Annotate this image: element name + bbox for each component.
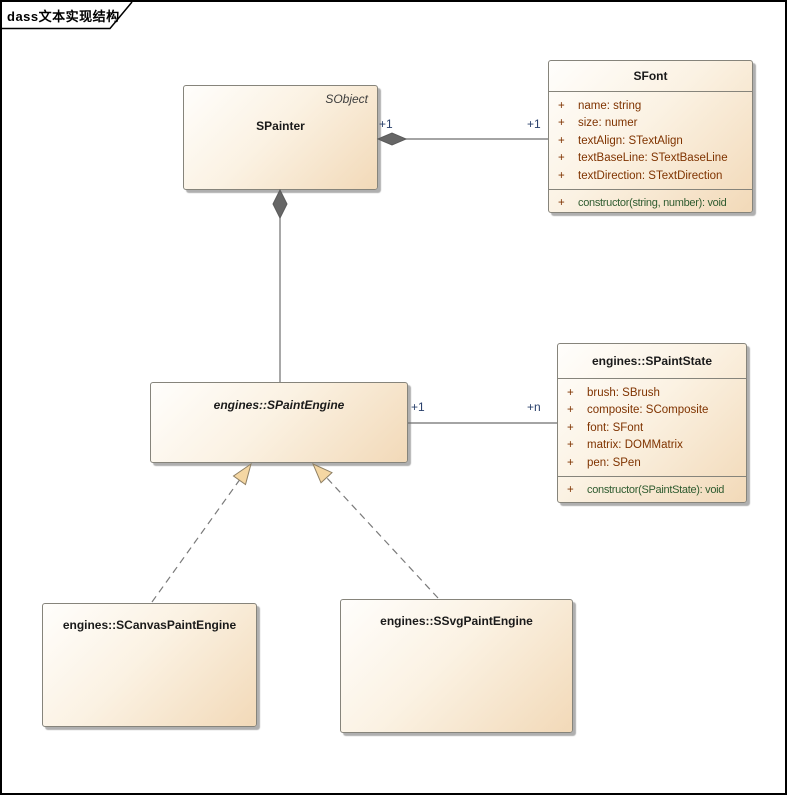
member-text: font: SFont [587, 421, 644, 434]
member-text: name: string [578, 99, 642, 112]
visibility-marker: + [558, 134, 565, 147]
member-text: constructor(SPaintState): void [587, 483, 725, 496]
class-spaintstate[interactable]: engines::SPaintState +brush: SBrush+comp… [557, 343, 747, 503]
member-row: + matrix: DOMMatrix [558, 437, 746, 455]
visibility-marker: + [567, 386, 574, 399]
member-text: brush: SBrush [587, 386, 660, 399]
member-row: + brush: SBrush [558, 384, 746, 402]
class-title-spaintstate: engines::SPaintState [591, 354, 713, 368]
class-title-spaintengine: engines::SPaintEngine [213, 398, 345, 412]
member-text: textDirection: STextDirection [578, 169, 723, 182]
class-title-spainter: SPainter [256, 119, 305, 133]
visibility-marker: + [567, 421, 574, 434]
class-spainter[interactable]: SObject SPainter [183, 85, 378, 190]
multiplicity-spainter-end: +1 [379, 117, 393, 131]
multiplicity-spaintengine-end: +1 [411, 400, 425, 414]
member-text: textBaseLine: STextBaseLine [578, 152, 728, 165]
class-spaintengine[interactable]: engines::SPaintEngine [150, 382, 408, 463]
visibility-marker: + [558, 152, 565, 165]
spaintstate-attributes: + brush: SBrush + composite: SComposite + fon… [558, 378, 746, 476]
member-text: size: numer [578, 117, 638, 130]
visibility-marker: + [558, 196, 565, 209]
visibility-marker: + [558, 99, 565, 112]
member-row: + name: string [549, 97, 752, 115]
member-row: + textBaseLine: STextBaseLine [549, 150, 752, 168]
member-row: + constructor(SPaintState): void [558, 481, 746, 499]
class-scanvaspaintengine[interactable]: engines::SCanvasPaintEngine [42, 603, 257, 727]
visibility-marker: + [567, 404, 574, 417]
class-sfont[interactable]: SFont + name: string + size: numer + textAlig… [548, 60, 753, 213]
diagram-tab-outline [2, 1, 133, 30]
visibility-marker: + [558, 169, 565, 182]
multiplicity-sfont-end: +1 [527, 117, 541, 131]
member-text: constructor(string, number): void [578, 196, 727, 209]
visibility-marker: + [558, 117, 565, 130]
member-row: + textAlign: STextAlign [549, 132, 752, 150]
member-text: composite: SComposite [587, 404, 709, 417]
multiplicity-spaintstate-end: +n [527, 400, 541, 414]
spaintstate-operations: + constructor(SPaintState): void [558, 476, 746, 503]
member-row: + textDirection: STextDirection [549, 167, 752, 185]
sfont-operations: + constructor(string, number): void [549, 189, 752, 213]
class-title-scanvaspaintengine: engines::SCanvasPaintEngine [62, 618, 237, 632]
stereotype-label: SObject [325, 92, 368, 106]
member-text: pen: SPen [587, 456, 641, 469]
diagram-title: dass文本实现结构 [7, 9, 120, 24]
member-row: + font: SFont [558, 419, 746, 437]
member-row: + size: numer [549, 115, 752, 133]
member-text: matrix: DOMMatrix [587, 439, 683, 452]
member-text: textAlign: STextAlign [578, 134, 683, 147]
visibility-marker: + [567, 483, 574, 496]
sfont-attributes: + name: string + size: numer + textAlign: STe… [549, 91, 752, 189]
visibility-marker: + [567, 439, 574, 452]
class-ssvgpaintengine[interactable]: engines::SSvgPaintEngine [340, 599, 573, 733]
visibility-marker: + [567, 456, 574, 469]
class-title-ssvgpaintengine: engines::SSvgPaintEngine [380, 614, 533, 628]
member-row: + composite: SComposite [558, 402, 746, 420]
member-row: + pen: SPen [558, 454, 746, 472]
class-title-sfont: SFont [633, 69, 668, 83]
member-row: + constructor(string, number): void [549, 194, 752, 212]
